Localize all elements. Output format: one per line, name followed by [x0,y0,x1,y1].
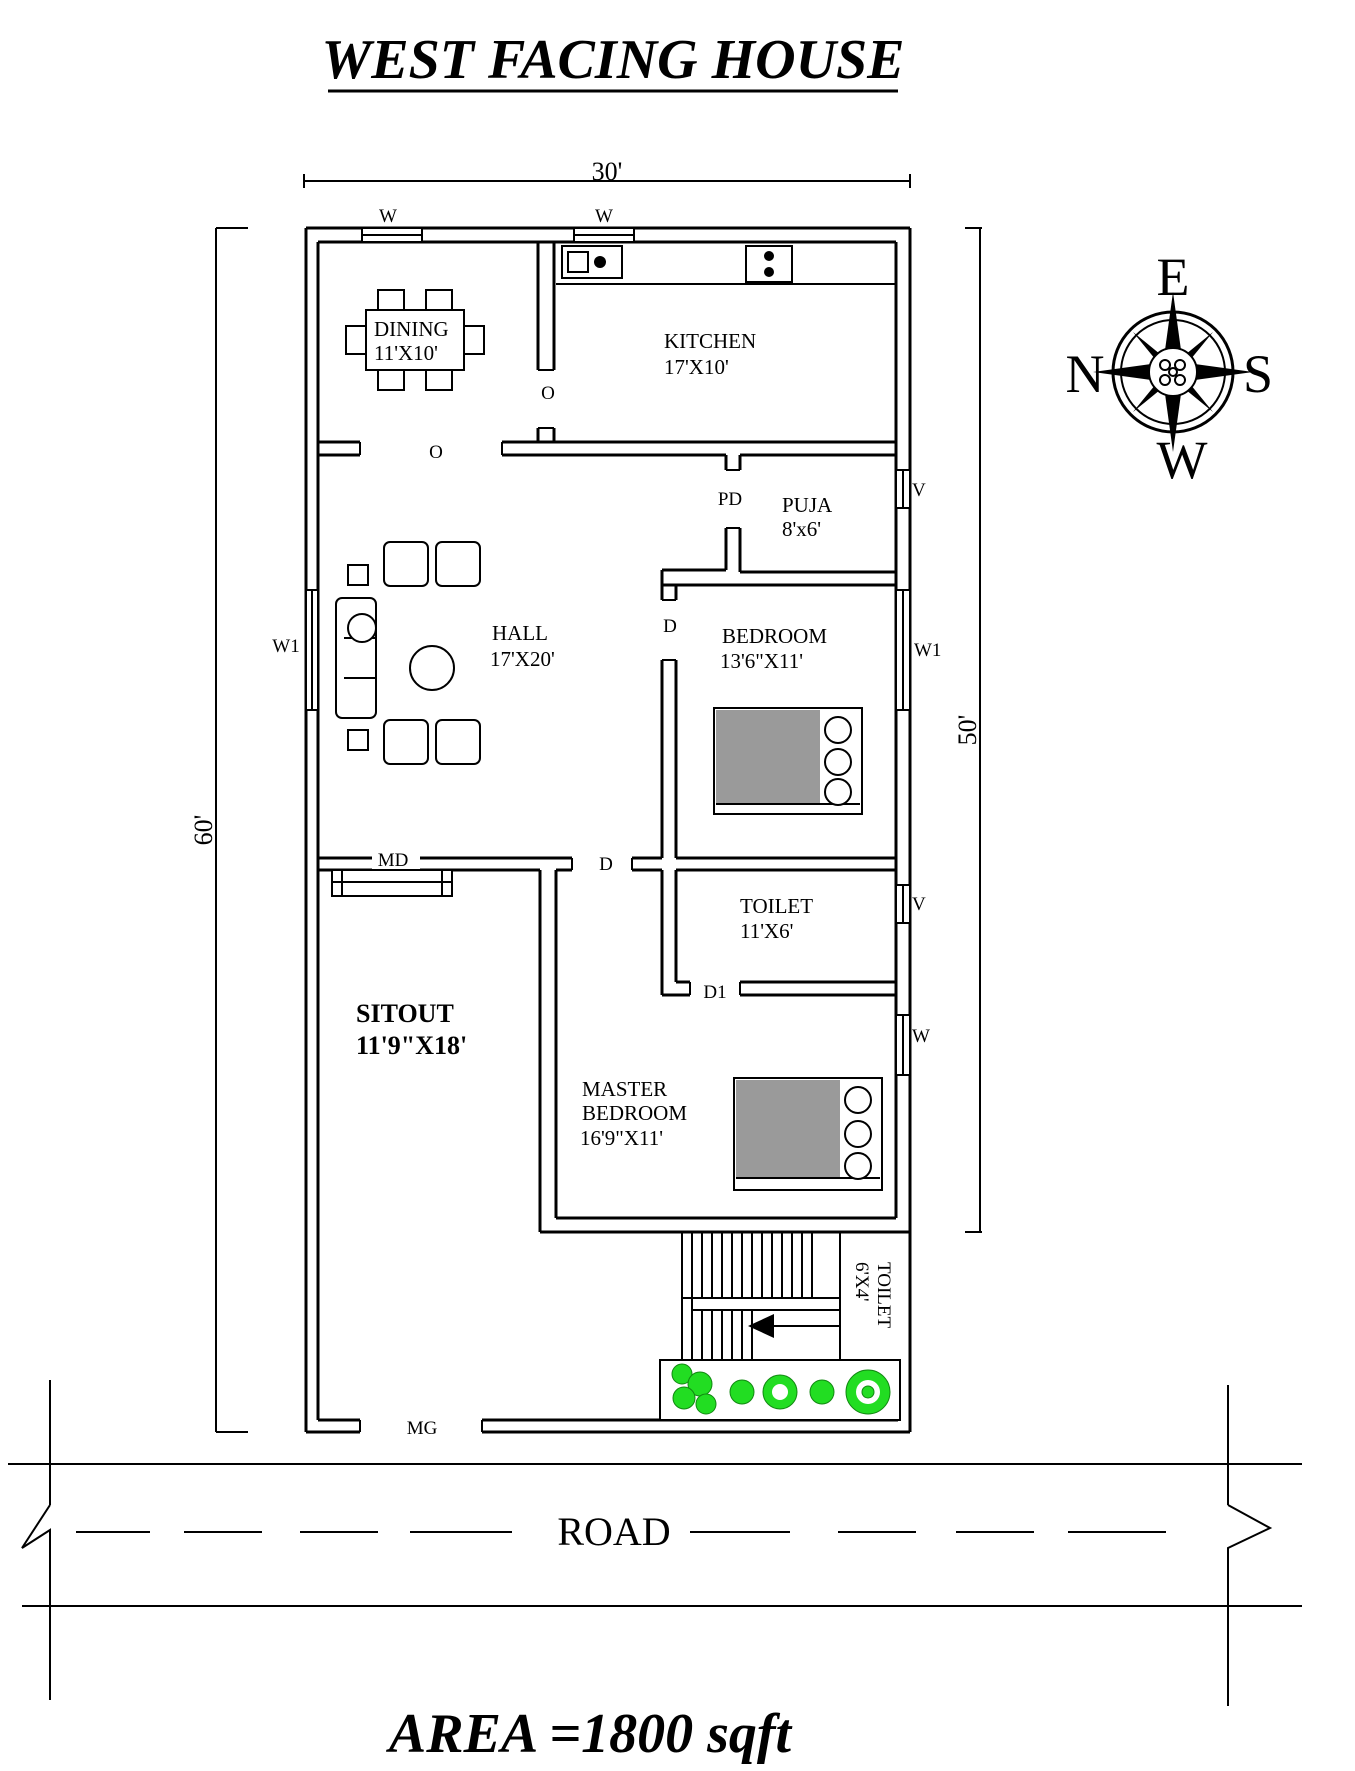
window-toilet [895,884,911,924]
window-top-left [361,227,423,243]
interior-walls [318,242,910,1234]
hall-size: 17'X20' [490,647,555,671]
plant-icon [762,1374,798,1410]
hall-name: HALL [492,621,548,645]
compass-north-label: N [1066,344,1105,404]
label-w-top-right: W [595,206,613,227]
bedroom-name: BEDROOM [722,624,827,648]
garden-planter [659,1359,901,1421]
master-bedroom-size: 16'9"X11' [580,1126,663,1150]
width-label: 30' [592,157,623,186]
master-bedroom-bed [733,1077,883,1191]
compass-south-label: S [1243,344,1273,404]
left-depth-dimension: 60' [189,227,248,1433]
label-d-passage: D [599,854,613,875]
road-label: ROAD [557,1509,670,1554]
label-v-toilet: V [912,894,926,915]
small-toilet-name: TOILET [873,1262,894,1329]
main-door-md [331,869,453,897]
label-w-top-left: W [379,206,397,227]
window-master [895,1014,911,1076]
window-w1-right [895,589,911,711]
compass-east-label: E [1157,247,1190,307]
sitout-name: SITOUT [356,999,454,1028]
window-w1-left [305,589,319,711]
label-w1-right: W1 [914,640,941,661]
bedroom-size: 13'6"X11' [720,649,803,673]
puja-name: PUJA [782,493,833,517]
window-top-right [573,227,635,243]
label-v-puja: V [912,480,926,501]
dining-name: DINING [374,317,449,341]
label-mg: MG [407,1418,438,1439]
outer-walls [304,226,912,1434]
kitchen-size: 17'X10' [664,355,729,379]
staircase [681,1232,900,1361]
label-o-kitchen: O [541,383,555,404]
label-d1: D1 [703,982,726,1003]
dining-table [345,289,485,391]
left-depth-label: 60' [189,815,218,846]
hall-sofa-set [335,541,481,765]
toilet-size: 11'X6' [740,919,793,943]
label-pd: PD [718,489,742,510]
plan-title: WEST FACING HOUSE [321,29,904,91]
puja-size: 8'x6' [782,517,821,541]
stair-direction-arrow-icon [748,1314,774,1338]
label-w1-left: W1 [272,636,299,657]
label-o-hall: O [429,442,443,463]
dining-size: 11'X10' [374,341,438,365]
plant-icon [809,1379,835,1405]
right-depth-dimension: 50' [953,227,982,1233]
area-label: AREA =1800 sqft [386,1703,793,1765]
master-bedroom-name-line1: MASTER [582,1077,667,1101]
master-bedroom-name-line2: BEDROOM [582,1101,687,1125]
label-md: MD [378,850,409,871]
toilet-name: TOILET [740,894,813,918]
right-depth-label: 50' [953,715,982,746]
sitout-size: 11'9"X18' [356,1031,467,1060]
bedroom-bed [713,707,863,815]
width-dimension: 30' [303,157,911,188]
window-puja [895,469,911,509]
kitchen-name: KITCHEN [664,329,756,353]
compass-rose: E W N S [1066,247,1274,490]
plant-icon [729,1379,755,1405]
plant-icon [671,1363,717,1415]
compass-west-label: W [1157,430,1208,490]
label-w-master: W [912,1026,930,1047]
plant-icon [845,1369,891,1415]
small-toilet-size: 6'X4' [851,1262,872,1302]
label-d-bedroom: D [663,616,677,637]
kitchen-counter [556,245,896,285]
road: ROAD [8,1380,1302,1706]
